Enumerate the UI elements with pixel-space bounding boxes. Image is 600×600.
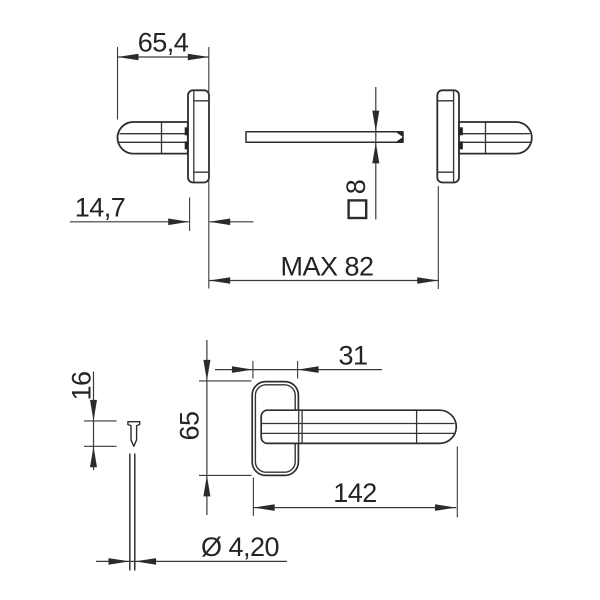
front-view-handle	[251, 380, 458, 477]
arrowhead-right	[187, 53, 209, 61]
side-view-left-handle	[116, 89, 210, 184]
lever-joint-lines	[298, 410, 418, 443]
left-rosette-outline	[187, 89, 210, 184]
extension-lines	[252, 446, 458, 518]
arrowhead-left	[209, 277, 231, 284]
arrowhead-up	[203, 475, 211, 497]
dim-label-16: 16	[67, 371, 97, 400]
right-rosette-outline	[436, 89, 460, 184]
left-neck-mark-top	[184, 127, 189, 136]
right-neck-mark-top	[459, 127, 463, 136]
right-grip-detail-lines	[459, 122, 531, 154]
arrowhead-down	[203, 359, 211, 381]
lever-outline	[260, 409, 458, 445]
dim-label-8: 8	[341, 180, 371, 195]
arrowhead-up	[90, 446, 97, 468]
arrowhead-right	[108, 558, 130, 565]
arrowhead-right	[435, 504, 456, 511]
dim-label-142: 142	[333, 478, 377, 508]
fixing-screw-detail: 16 Ø 4,20	[67, 371, 287, 571]
dimension-rosette-thickness: 14,7	[70, 193, 254, 231]
right-rosette-detail-lines	[437, 91, 455, 182]
side-view-right-handle	[436, 89, 533, 184]
dim-label-31: 31	[338, 341, 367, 371]
dim-label-14-7: 14,7	[75, 193, 126, 223]
extension-lines	[116, 47, 210, 289]
arrowhead-left	[209, 218, 231, 226]
screw-icon	[127, 421, 141, 448]
arrowhead-down	[90, 399, 97, 421]
arrowhead-left	[117, 53, 139, 61]
side-view-spindle	[245, 131, 404, 143]
arrowhead-up	[372, 142, 380, 164]
dim-label-max-82: MAX 82	[280, 252, 373, 282]
spindle-bar	[245, 131, 404, 143]
arrowhead-right	[417, 277, 439, 284]
square-section-symbol-icon	[347, 199, 368, 220]
arrowhead-right	[231, 366, 253, 373]
dimension-rosette-width: 31	[215, 341, 382, 379]
left-grip-outline	[116, 121, 189, 155]
lever-detail-lines	[261, 422, 455, 435]
arrowhead-down	[372, 110, 380, 132]
spindle-tip-bottom	[396, 137, 403, 142]
screw-shank-lines	[129, 453, 136, 571]
dim-label-65: 65	[175, 411, 205, 440]
dim-label-diameter: Ø 4,20	[201, 532, 279, 562]
dimension-rosette-height: 65	[175, 340, 252, 515]
left-rosette-detail-lines	[193, 91, 209, 182]
left-neck-mark-bottom	[184, 141, 189, 150]
dimension-spindle-square: 8	[341, 87, 380, 220]
extension-lines	[84, 420, 117, 447]
right-grip-outline	[458, 121, 533, 155]
dimension-grip-depth: 65,4	[116, 28, 210, 289]
arrowhead-left	[253, 504, 275, 511]
arrowhead-left	[297, 366, 319, 373]
extension-lines	[199, 380, 252, 476]
dimension-max-span: MAX 82	[209, 186, 439, 289]
arrowhead-left	[135, 558, 157, 565]
left-grip-detail-lines	[119, 122, 188, 154]
spindle-tip-top	[396, 132, 403, 137]
arrowhead-right	[168, 218, 190, 226]
dim-label-65-4: 65,4	[138, 28, 189, 58]
dimension-handle-length: 142	[252, 446, 458, 518]
right-neck-mark-bottom	[459, 141, 463, 150]
